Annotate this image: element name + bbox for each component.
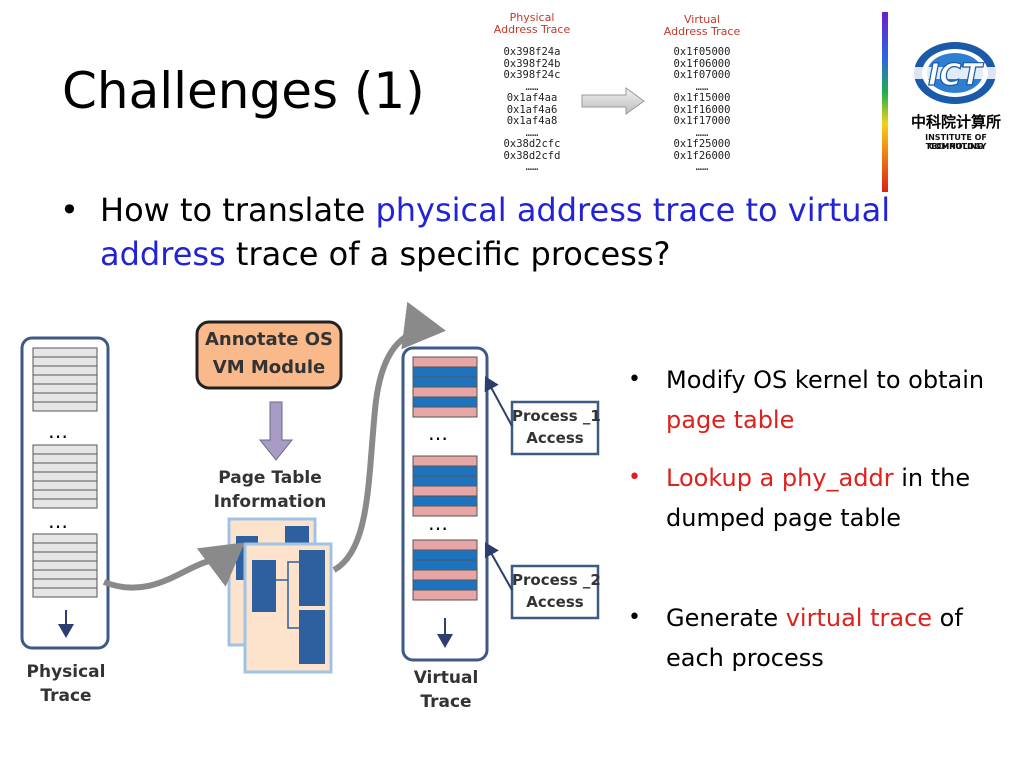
- physical-stack-1: [32, 347, 98, 412]
- logo-line2: TECHNOLOGY: [925, 142, 987, 151]
- right-bullet-3: • Generate virtual trace of each process: [628, 604, 963, 672]
- right-bullet-1: • Modify OS kernel to obtain page table: [628, 366, 985, 434]
- virtual-trace-list: 0x1f05000 0x1f06000 0x1f07000 …… 0x1f150…: [673, 46, 731, 173]
- page-table-label: Page Table Information: [213, 468, 327, 512]
- ellipsis-2: …: [48, 509, 68, 533]
- physical-stack-2: [32, 444, 98, 509]
- translate-arrow-icon: [581, 87, 645, 115]
- virtual-stack-1: [412, 356, 478, 418]
- logo-chinese-name: 中科院计算所: [910, 113, 1001, 131]
- virtual-trace-label: Virtual Trace: [413, 668, 479, 712]
- ellipsis-4: …: [428, 511, 448, 535]
- virtual-stack-2: [412, 455, 478, 517]
- process-1-label: Process _1 Access: [512, 407, 601, 447]
- process-1-box: [510, 400, 600, 456]
- ict-logo-icon: ICT: [914, 42, 996, 104]
- ellipsis-1: …: [48, 419, 68, 443]
- flow-arrow-to-page-table: [102, 542, 245, 591]
- main-bullet-text: How to translate physical address trace …: [100, 191, 891, 273]
- page-table-card-front: [243, 542, 333, 674]
- main-bullet: • How to translate physical address trac…: [60, 188, 900, 276]
- bullet-dot: •: [60, 191, 79, 229]
- flow-arrow-to-virtual-trace: [332, 301, 446, 573]
- process-1-pointer-icon: [484, 376, 513, 427]
- right-bullet-2: • Lookup a phy_addr in the dumped page t…: [628, 464, 971, 532]
- process-2-pointer-icon: [484, 542, 513, 591]
- process-2-box: [510, 564, 600, 620]
- logo-letters: ICT: [928, 58, 984, 93]
- translation-diagram: … … … …: [20, 301, 600, 674]
- physical-trace-header: Physical Address Trace: [493, 11, 571, 36]
- down-block-arrow-icon: [258, 401, 294, 461]
- virtual-stack-3: [412, 539, 478, 601]
- ellipsis-3: …: [428, 421, 448, 445]
- slide-title: Challenges (1): [62, 62, 425, 120]
- physical-stack-3: [32, 533, 98, 598]
- physical-trace-list: 0x398f24a 0x398f24b 0x398f24c …… 0x1af4a…: [503, 46, 561, 173]
- annotate-os-box: [195, 320, 343, 390]
- annotate-os-label: Annotate OS VM Module: [204, 329, 334, 378]
- rainbow-divider: [882, 12, 888, 192]
- process-2-label: Process _2 Access: [512, 571, 601, 611]
- logo-line1: INSTITUTE OF COMPUTING: [925, 133, 987, 151]
- physical-trace-label: Physical Trace: [26, 662, 106, 706]
- virtual-trace-header: Virtual Address Trace: [663, 13, 741, 38]
